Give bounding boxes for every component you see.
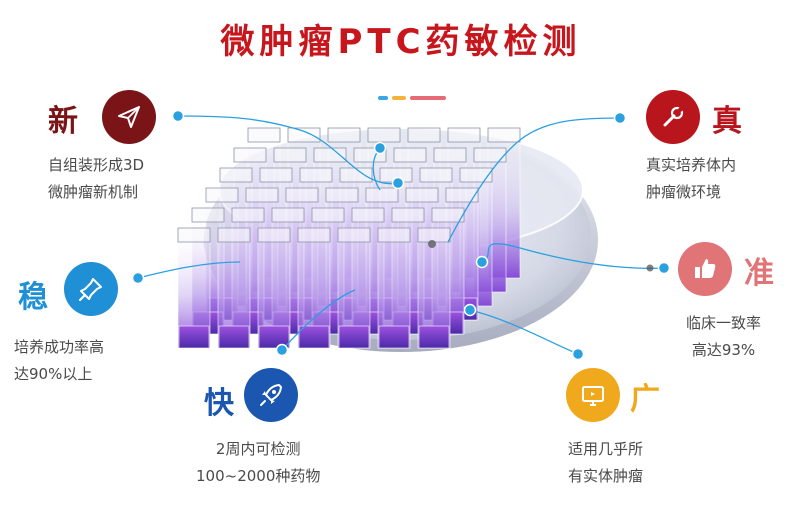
well-opening <box>231 207 265 223</box>
feature-wide-desc: 适用几乎所 有实体肿瘤 <box>568 436 643 490</box>
pin-icon <box>78 278 102 302</box>
feature-fast-line-2: 100~2000种药物 <box>196 467 321 485</box>
monitor-icon <box>582 386 604 406</box>
well-opening <box>299 167 333 183</box>
well-opening <box>177 227 211 243</box>
page-title: 微肿瘤PTC药敏检测 <box>220 22 582 62</box>
well-opening <box>233 147 267 163</box>
well-opening <box>391 207 425 223</box>
well-opening <box>205 187 239 203</box>
feature-wide-line-2: 有实体肿瘤 <box>568 467 644 485</box>
feature-accurate-desc: 临床一致率 高达93% <box>686 310 761 364</box>
microtumor-cube <box>338 325 370 349</box>
well-opening <box>313 147 347 163</box>
well-opening <box>393 147 427 163</box>
microtumor-cube <box>298 325 330 349</box>
feature-wide-line-1: 适用几乎所 <box>568 440 644 458</box>
well-opening <box>325 187 359 203</box>
feature-fast-desc: 2周内可检测 100~2000种药物 <box>196 436 320 490</box>
feature-fast-line-1: 2周内可检测 <box>215 440 301 458</box>
decor-bar-red <box>410 96 446 100</box>
feature-new-desc: 自组装形成3D 微肿瘤新机制 <box>48 152 144 206</box>
decor-bar-blue <box>378 96 388 100</box>
well-opening <box>351 207 385 223</box>
feature-real-badge <box>646 90 700 144</box>
well-opening <box>447 127 481 143</box>
microtumor-cube <box>178 325 210 349</box>
well-opening <box>487 127 521 143</box>
well-opening <box>311 207 345 223</box>
feature-real-line-2: 肿瘤微环境 <box>646 183 722 201</box>
feature-stable-desc: 培养成功率高 达90%以上 <box>14 334 104 388</box>
well-opening <box>327 127 361 143</box>
feature-wide-badge <box>566 368 620 422</box>
well-opening <box>191 207 225 223</box>
well-opening <box>365 187 399 203</box>
well-opening <box>287 127 321 143</box>
feature-new-badge <box>102 90 156 144</box>
well-opening <box>405 187 439 203</box>
well-opening <box>337 227 371 243</box>
feature-new-line-1: 自组装形成3D <box>48 156 145 174</box>
feature-accurate-line-1: 临床一致率 <box>686 314 762 332</box>
feature-real-desc: 真实培养体内 肿瘤微环境 <box>646 152 736 206</box>
feature-wide-char: 广 <box>630 382 660 417</box>
feature-fast-badge <box>244 368 298 422</box>
well-opening <box>459 167 493 183</box>
well-opening <box>273 147 307 163</box>
well-opening <box>217 227 251 243</box>
feature-stable-badge <box>64 262 118 316</box>
microtumor-cube <box>218 325 250 349</box>
feature-stable-line-1: 培养成功率高 <box>14 338 105 356</box>
feature-accurate-badge <box>678 242 732 296</box>
wrench-icon <box>663 106 684 127</box>
feature-accurate-line-2: 高达93% <box>691 341 756 359</box>
feature-accurate-char: 准 <box>744 256 774 291</box>
well-opening <box>445 187 479 203</box>
well-opening <box>419 167 453 183</box>
microtumor-cube <box>378 325 410 349</box>
well-opening <box>245 187 279 203</box>
well-opening <box>259 167 293 183</box>
feature-fast-char: 快 <box>204 386 234 421</box>
well-opening <box>271 207 305 223</box>
well-opening <box>285 187 319 203</box>
well-opening <box>247 127 281 143</box>
send-icon <box>118 106 140 128</box>
well-opening <box>367 127 401 143</box>
well-opening <box>257 227 291 243</box>
rocket-icon <box>260 384 282 406</box>
well-opening <box>407 127 441 143</box>
feature-new-char: 新 <box>48 104 78 139</box>
feature-new-line-2: 微肿瘤新机制 <box>48 183 139 201</box>
thumbs-up-icon <box>695 259 716 278</box>
microtumor-cube <box>258 325 290 349</box>
well-opening <box>297 227 331 243</box>
well-opening <box>473 147 507 163</box>
feature-stable-line-2: 达90%以上 <box>14 365 93 383</box>
well-opening <box>219 167 253 183</box>
microtumor-cube <box>418 325 450 349</box>
well-opening <box>431 207 465 223</box>
feature-stable-char: 稳 <box>18 280 48 315</box>
feature-real-line-1: 真实培养体内 <box>646 156 737 174</box>
feature-real-char: 真 <box>712 104 742 139</box>
well-opening <box>377 227 411 243</box>
well-opening <box>433 147 467 163</box>
decor-bar-yellow <box>392 96 406 100</box>
